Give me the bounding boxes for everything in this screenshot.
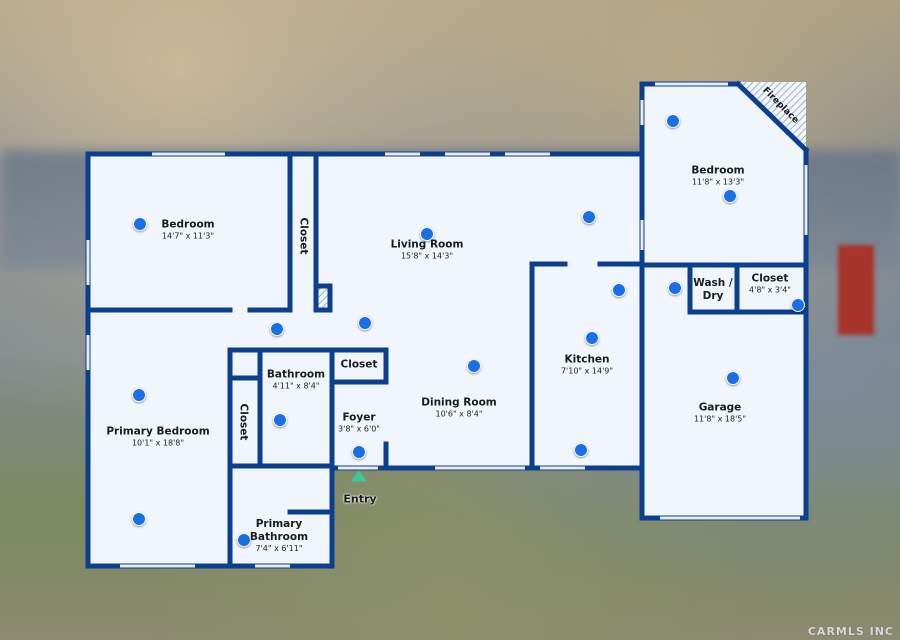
photo-marker[interactable] (791, 298, 805, 312)
photo-marker[interactable] (358, 316, 372, 330)
background-door (838, 245, 874, 335)
entry-label: Entry (343, 492, 377, 506)
photo-marker[interactable] (133, 217, 147, 231)
photo-marker[interactable] (237, 533, 251, 547)
photo-marker[interactable] (420, 227, 434, 241)
photo-marker[interactable] (467, 359, 481, 373)
photo-marker[interactable] (270, 322, 284, 336)
photo-marker[interactable] (273, 413, 287, 427)
watermark: CARMLS INC (807, 625, 894, 638)
photo-marker[interactable] (582, 210, 596, 224)
floor-areas (86, 82, 806, 566)
photo-marker[interactable] (668, 281, 682, 295)
photo-marker[interactable] (132, 512, 146, 526)
photo-marker[interactable] (723, 189, 737, 203)
entry-arrow-icon (351, 470, 367, 482)
windows (86, 82, 808, 568)
photo-marker[interactable] (612, 283, 626, 297)
photo-marker[interactable] (352, 445, 366, 459)
room-closet-4: Closet (237, 403, 250, 441)
photo-marker[interactable] (132, 388, 146, 402)
room-closet-3: Closet (340, 358, 378, 371)
chase-hatch (318, 288, 330, 308)
photo-marker[interactable] (585, 331, 599, 345)
room-wash-dry: Wash / Dry (693, 277, 733, 302)
room-closet-1: Closet (297, 217, 310, 255)
photo-marker[interactable] (666, 114, 680, 128)
photo-marker[interactable] (574, 443, 588, 457)
photo-marker[interactable] (726, 371, 740, 385)
